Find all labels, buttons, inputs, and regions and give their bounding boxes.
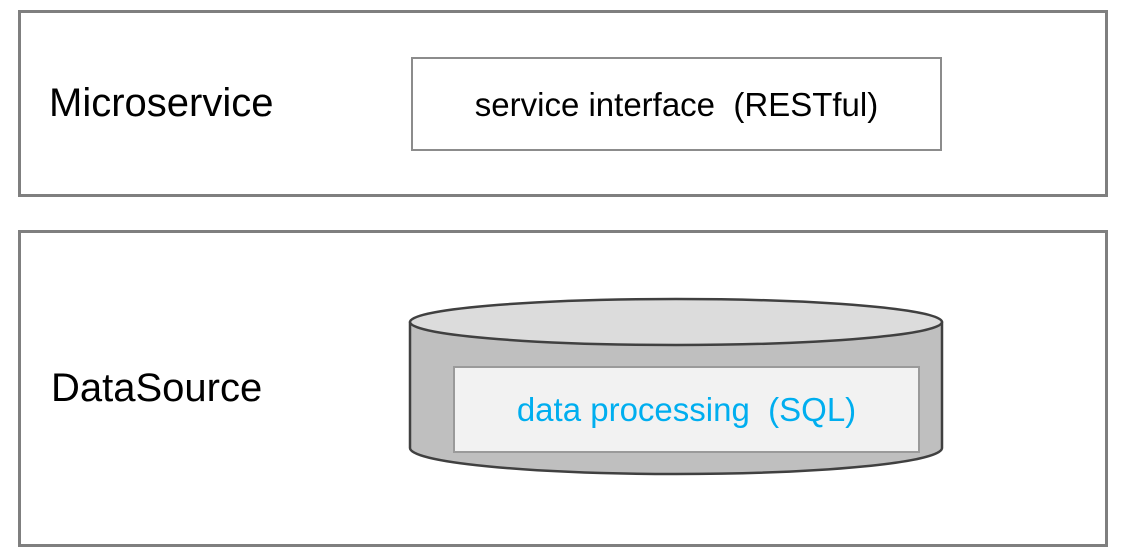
data-processing-label: data processing (SQL) [516,391,857,428]
service-interface-box: service interface (RESTful) [411,57,942,151]
data-processing-box: data processing (SQL) [453,366,920,453]
database-cylinder: data processing (SQL) [407,296,945,478]
microservice-layer-label: Microservice [49,81,274,125]
service-interface-label: service interface (RESTful) [474,85,879,123]
datasource-layer-label: DataSource [51,366,263,410]
